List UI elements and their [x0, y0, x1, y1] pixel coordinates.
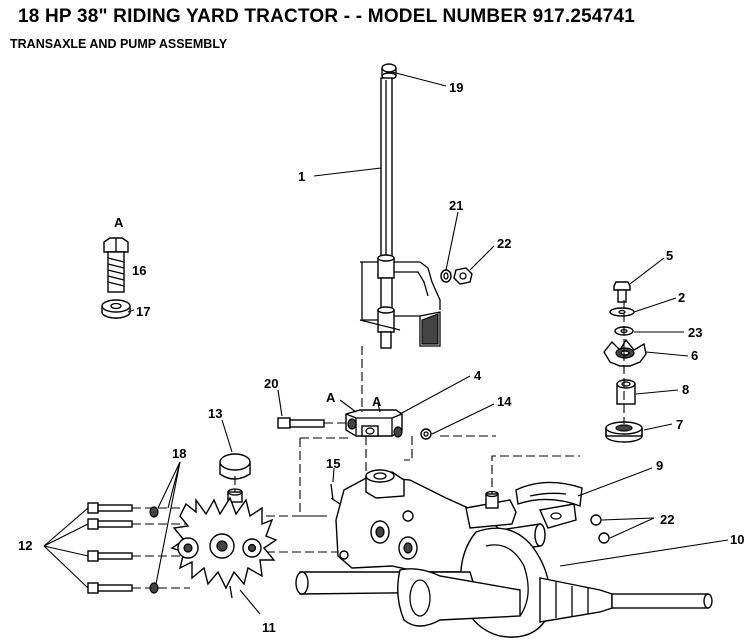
callout-12: 12	[18, 538, 32, 553]
callout-22-lower: 22	[660, 512, 674, 527]
part-14-nut	[420, 428, 432, 440]
callout-labels: 19 1 21 22 A 16 17 5 2 23 6 8 7 4 14 20 …	[18, 80, 744, 635]
callout-2: 2	[678, 290, 685, 305]
part-21-washer	[440, 269, 452, 283]
callout-6: 6	[691, 348, 698, 363]
callout-ref-a1: A	[326, 390, 336, 405]
callout-7: 7	[676, 417, 683, 432]
part-2-washer	[609, 307, 635, 317]
callout-19: 19	[449, 80, 463, 95]
callout-8: 8	[682, 382, 689, 397]
part-6-fan	[603, 338, 647, 367]
callout-22-upper: 22	[497, 236, 511, 251]
part-13-cap	[219, 453, 251, 503]
part-16-bolt	[103, 237, 129, 293]
part-1-bracket	[359, 254, 441, 349]
callout-ref-a: A	[114, 215, 124, 230]
part-11-pump	[170, 496, 278, 599]
callout-21: 21	[449, 198, 463, 213]
part-1-control-rod	[380, 77, 393, 259]
part-7-pulley	[605, 421, 643, 443]
callout-17: 17	[136, 304, 150, 319]
page-title: 18 HP 38" RIDING YARD TRACTOR - - MODEL …	[18, 6, 635, 27]
callout-14: 14	[497, 394, 512, 409]
part-22-nut	[453, 267, 473, 285]
callout-ref-a2: A	[372, 394, 382, 409]
callout-13: 13	[208, 406, 222, 421]
leader-lines	[43, 71, 729, 615]
callout-4: 4	[474, 368, 482, 383]
part-9-shield	[515, 481, 583, 529]
part-8-spacer	[616, 379, 636, 405]
part-4-control-arm	[345, 409, 403, 438]
part-22-lower-nuts	[590, 514, 610, 544]
callout-23: 23	[688, 325, 702, 340]
callout-9: 9	[656, 458, 663, 473]
page-subtitle: TRANSAXLE AND PUMP ASSEMBLY	[10, 37, 228, 51]
part-15-pin	[330, 483, 341, 505]
part-19-cap	[381, 63, 397, 80]
callout-16: 16	[132, 263, 146, 278]
callout-18: 18	[172, 446, 186, 461]
callout-20: 20	[264, 376, 278, 391]
part-5-bolt	[613, 281, 631, 303]
callout-5: 5	[666, 248, 673, 263]
part-12-bolts	[87, 502, 133, 594]
part-18-washers	[149, 506, 159, 594]
part-20-bolt	[277, 417, 346, 429]
callout-15: 15	[326, 456, 340, 471]
callout-1: 1	[298, 169, 305, 184]
part-10-transaxle	[295, 469, 713, 638]
callout-11: 11	[262, 620, 276, 635]
part-17-nut	[101, 299, 131, 319]
callout-10: 10	[730, 532, 744, 547]
